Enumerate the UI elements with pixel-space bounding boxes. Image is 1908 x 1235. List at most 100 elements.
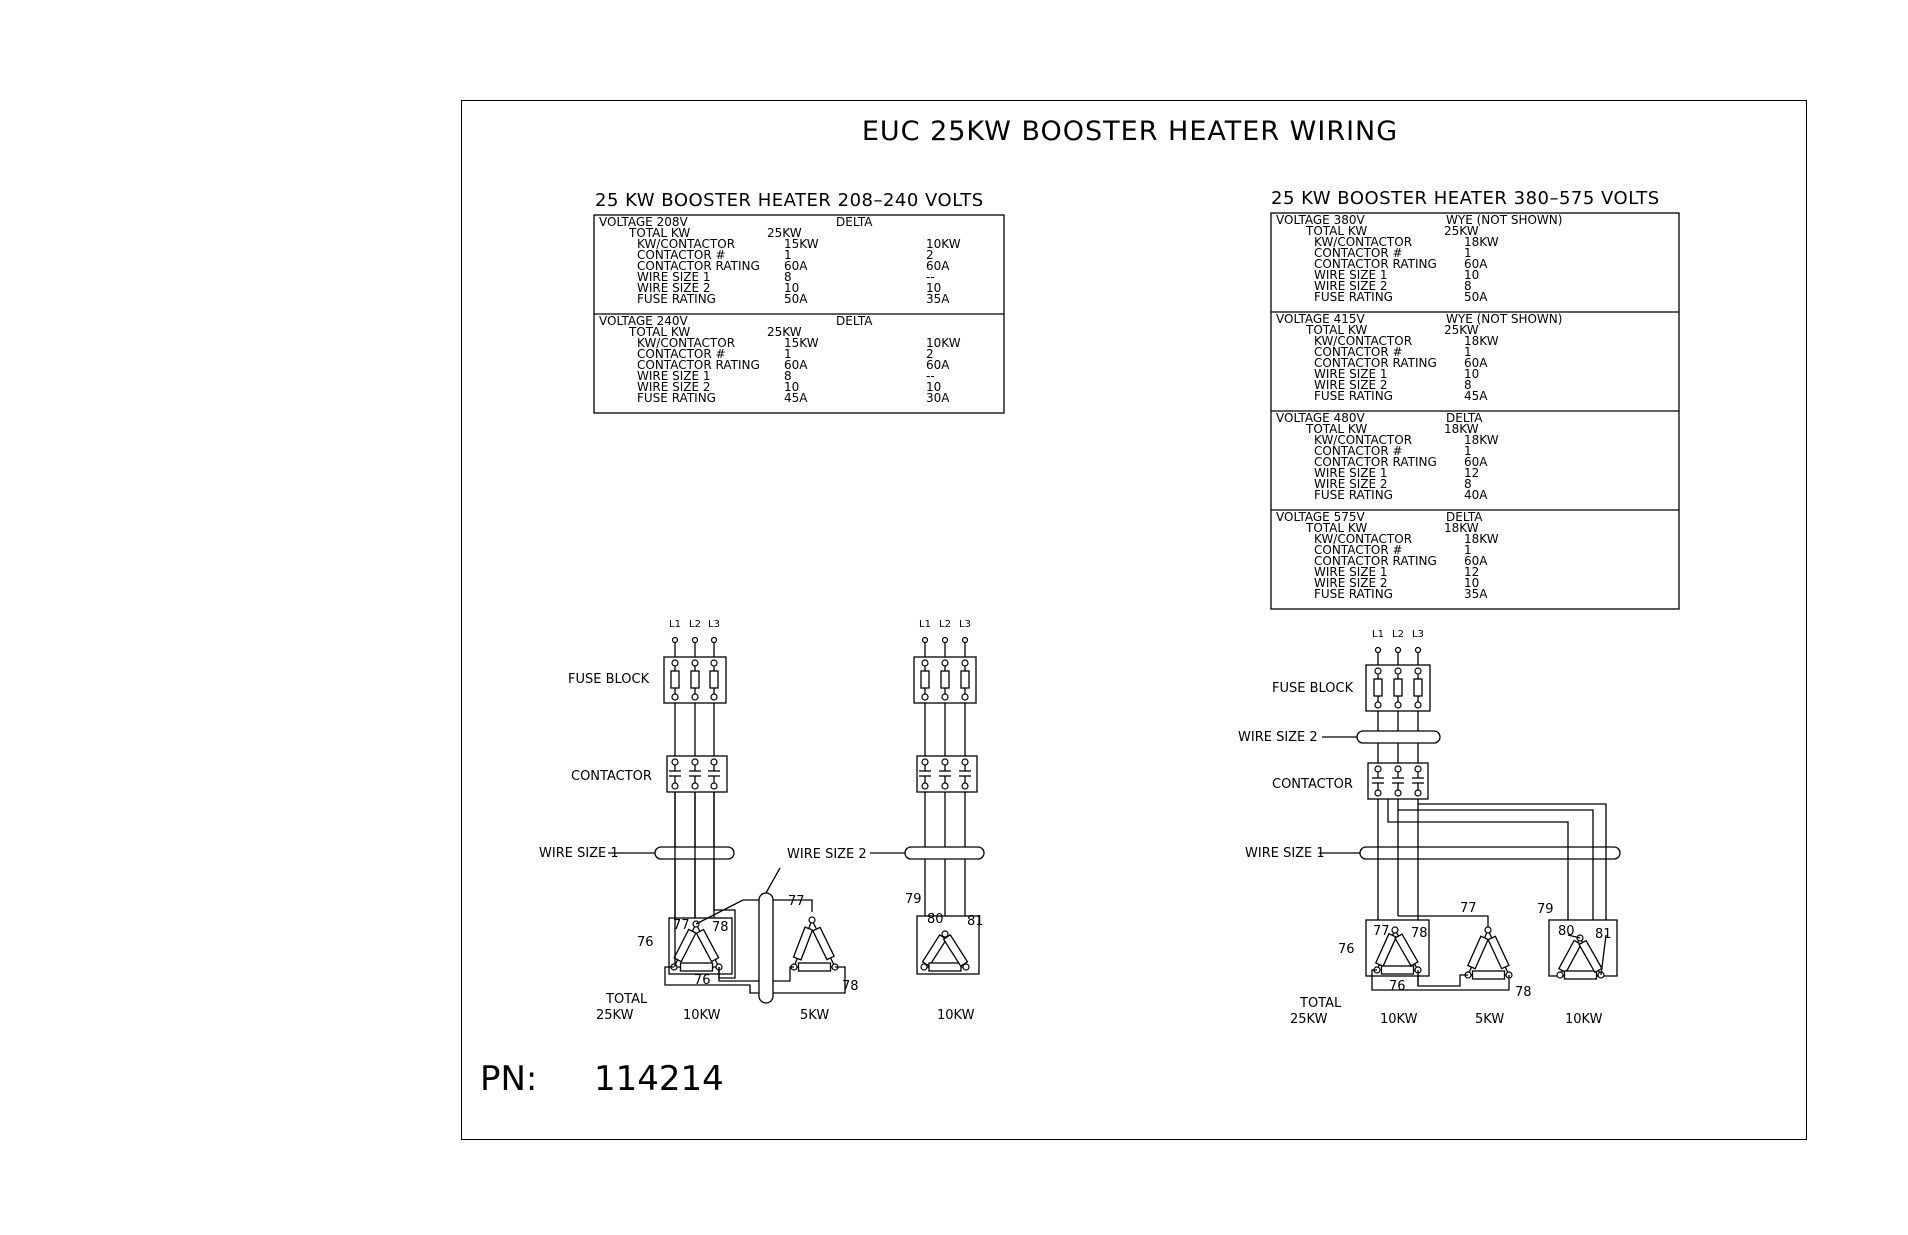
- terminal-dot: [921, 758, 929, 766]
- section-kw-10: 10KW: [683, 1008, 721, 1023]
- terminal-dot: [1484, 926, 1492, 934]
- section-voltage: VOLTAGE 240V: [599, 314, 688, 328]
- row-value-1: 18KW: [1464, 235, 1499, 249]
- terminal-dot: [1394, 701, 1402, 709]
- row-value-1: 1: [1464, 543, 1472, 557]
- row-value-2: 10KW: [926, 237, 961, 251]
- total-kw: 25KW: [1290, 1012, 1328, 1027]
- terminal-dot: [1556, 971, 1564, 979]
- row-value-1: 40A: [1464, 488, 1488, 502]
- row-label: CONTACTOR #: [1314, 444, 1403, 458]
- wire-size-2-label: WIRE SIZE 2: [1238, 730, 1318, 745]
- terminal-dot: [1394, 646, 1402, 654]
- wire-size-1-label: WIRE SIZE 1: [1245, 846, 1325, 861]
- section-kw-5: 5KW: [800, 1008, 829, 1023]
- terminal-dot: [710, 693, 718, 701]
- terminal-77: 77: [673, 918, 690, 933]
- row-value-1: 18KW: [1464, 532, 1499, 546]
- row-value-1: 60A: [1464, 554, 1488, 568]
- row-value-1: 12: [1464, 466, 1479, 480]
- terminal-dot: [961, 636, 969, 644]
- row-label: CONTACTOR RATING: [1314, 356, 1437, 370]
- wire: [664, 966, 846, 994]
- row-label: KW/CONTACTOR: [1314, 334, 1412, 348]
- line-label: L2: [939, 619, 951, 630]
- heating-element: [1380, 965, 1415, 975]
- fuse-block-label: FUSE BLOCK: [1272, 681, 1354, 696]
- section-config: WYE (NOT SHOWN): [1446, 312, 1562, 326]
- fuse-element: [709, 670, 719, 689]
- line-label: L2: [1392, 629, 1404, 640]
- terminal-78: 78: [712, 920, 729, 935]
- terminal-dot: [710, 782, 718, 790]
- row-value-2: 2: [926, 248, 934, 262]
- terminal-78: 78: [842, 979, 859, 994]
- terminal-dot: [671, 636, 679, 644]
- terminal-77: 77: [1460, 901, 1477, 916]
- row-label: FUSE RATING: [637, 391, 716, 405]
- section-config: DELTA: [1446, 510, 1483, 524]
- row-label: CONTACTOR #: [637, 248, 726, 262]
- row-label: WIRE SIZE 1: [1314, 466, 1388, 480]
- line-label: L3: [959, 619, 971, 630]
- row-value-1: 35A: [1464, 587, 1488, 601]
- terminal-dot: [710, 659, 718, 667]
- row-value-2: 60A: [926, 358, 950, 372]
- heating-element: [673, 928, 697, 963]
- row-value-1: 18KW: [1464, 334, 1499, 348]
- section-total-kw: 25KW: [767, 226, 802, 240]
- row-label: KW/CONTACTOR: [1314, 532, 1412, 546]
- terminal-77: 77: [1373, 924, 1390, 939]
- wire-size-2-cable: [1356, 730, 1441, 744]
- section-kw-10: 10KW: [937, 1008, 975, 1023]
- terminal-dot: [1374, 667, 1382, 675]
- row-value-1: 1: [1464, 246, 1472, 260]
- heating-element: [1374, 932, 1398, 968]
- row-label: FUSE RATING: [1314, 290, 1393, 304]
- section-total-kw: 18KW: [1444, 521, 1479, 535]
- terminal-77: 77: [788, 894, 805, 909]
- fuse-element: [670, 670, 680, 689]
- section-voltage: VOLTAGE 380V: [1276, 213, 1365, 227]
- terminal-dot: [671, 659, 679, 667]
- terminal-80: 80: [927, 912, 944, 927]
- row-value-1: 12: [1464, 565, 1479, 579]
- right-table-heading: 25 KW BOOSTER HEATER 380–575 VOLTS: [1271, 188, 1660, 209]
- row-value-1: 1: [784, 347, 792, 361]
- terminal-78: 78: [1515, 985, 1532, 1000]
- line-label: L3: [1412, 629, 1424, 640]
- row-label: WIRE SIZE 2: [1314, 378, 1388, 392]
- row-label: KW/CONTACTOR: [1314, 433, 1412, 447]
- terminal-dot: [921, 782, 929, 790]
- total-kw: 25KW: [596, 1008, 634, 1023]
- line-label: L3: [708, 619, 720, 630]
- row-label: CONTACTOR RATING: [1314, 455, 1437, 469]
- wire: [1387, 799, 1569, 935]
- row-value-1: 18KW: [1464, 433, 1499, 447]
- terminal-dot: [941, 758, 949, 766]
- contactor-label: CONTACTOR: [571, 769, 652, 784]
- row-value-1: 60A: [784, 259, 808, 273]
- terminal-80: 80: [1558, 924, 1575, 939]
- row-value-2: 60A: [926, 259, 950, 273]
- row-value-1: 8: [1464, 477, 1472, 491]
- row-value-1: 50A: [1464, 290, 1488, 304]
- row-label: CONTACTOR #: [1314, 345, 1403, 359]
- terminal-dot: [671, 758, 679, 766]
- section-voltage: VOLTAGE 575V: [1276, 510, 1365, 524]
- row-label: WIRE SIZE 2: [1314, 279, 1388, 293]
- row-label: FUSE RATING: [1314, 488, 1393, 502]
- row-label: CONTACTOR RATING: [637, 358, 760, 372]
- terminal-dot: [1391, 926, 1399, 934]
- wire: [1371, 969, 1510, 991]
- section-config: DELTA: [836, 314, 873, 328]
- row-label: WIRE SIZE 2: [1314, 477, 1388, 491]
- fuse-element: [1373, 678, 1383, 697]
- fuse-element: [920, 670, 930, 689]
- section-total-kw-label: TOTAL KW: [1305, 323, 1367, 337]
- section-total-kw-label: TOTAL KW: [1305, 224, 1367, 238]
- terminal-dot: [691, 693, 699, 701]
- heating-element: [1557, 939, 1583, 974]
- row-label: WIRE SIZE 1: [1314, 268, 1388, 282]
